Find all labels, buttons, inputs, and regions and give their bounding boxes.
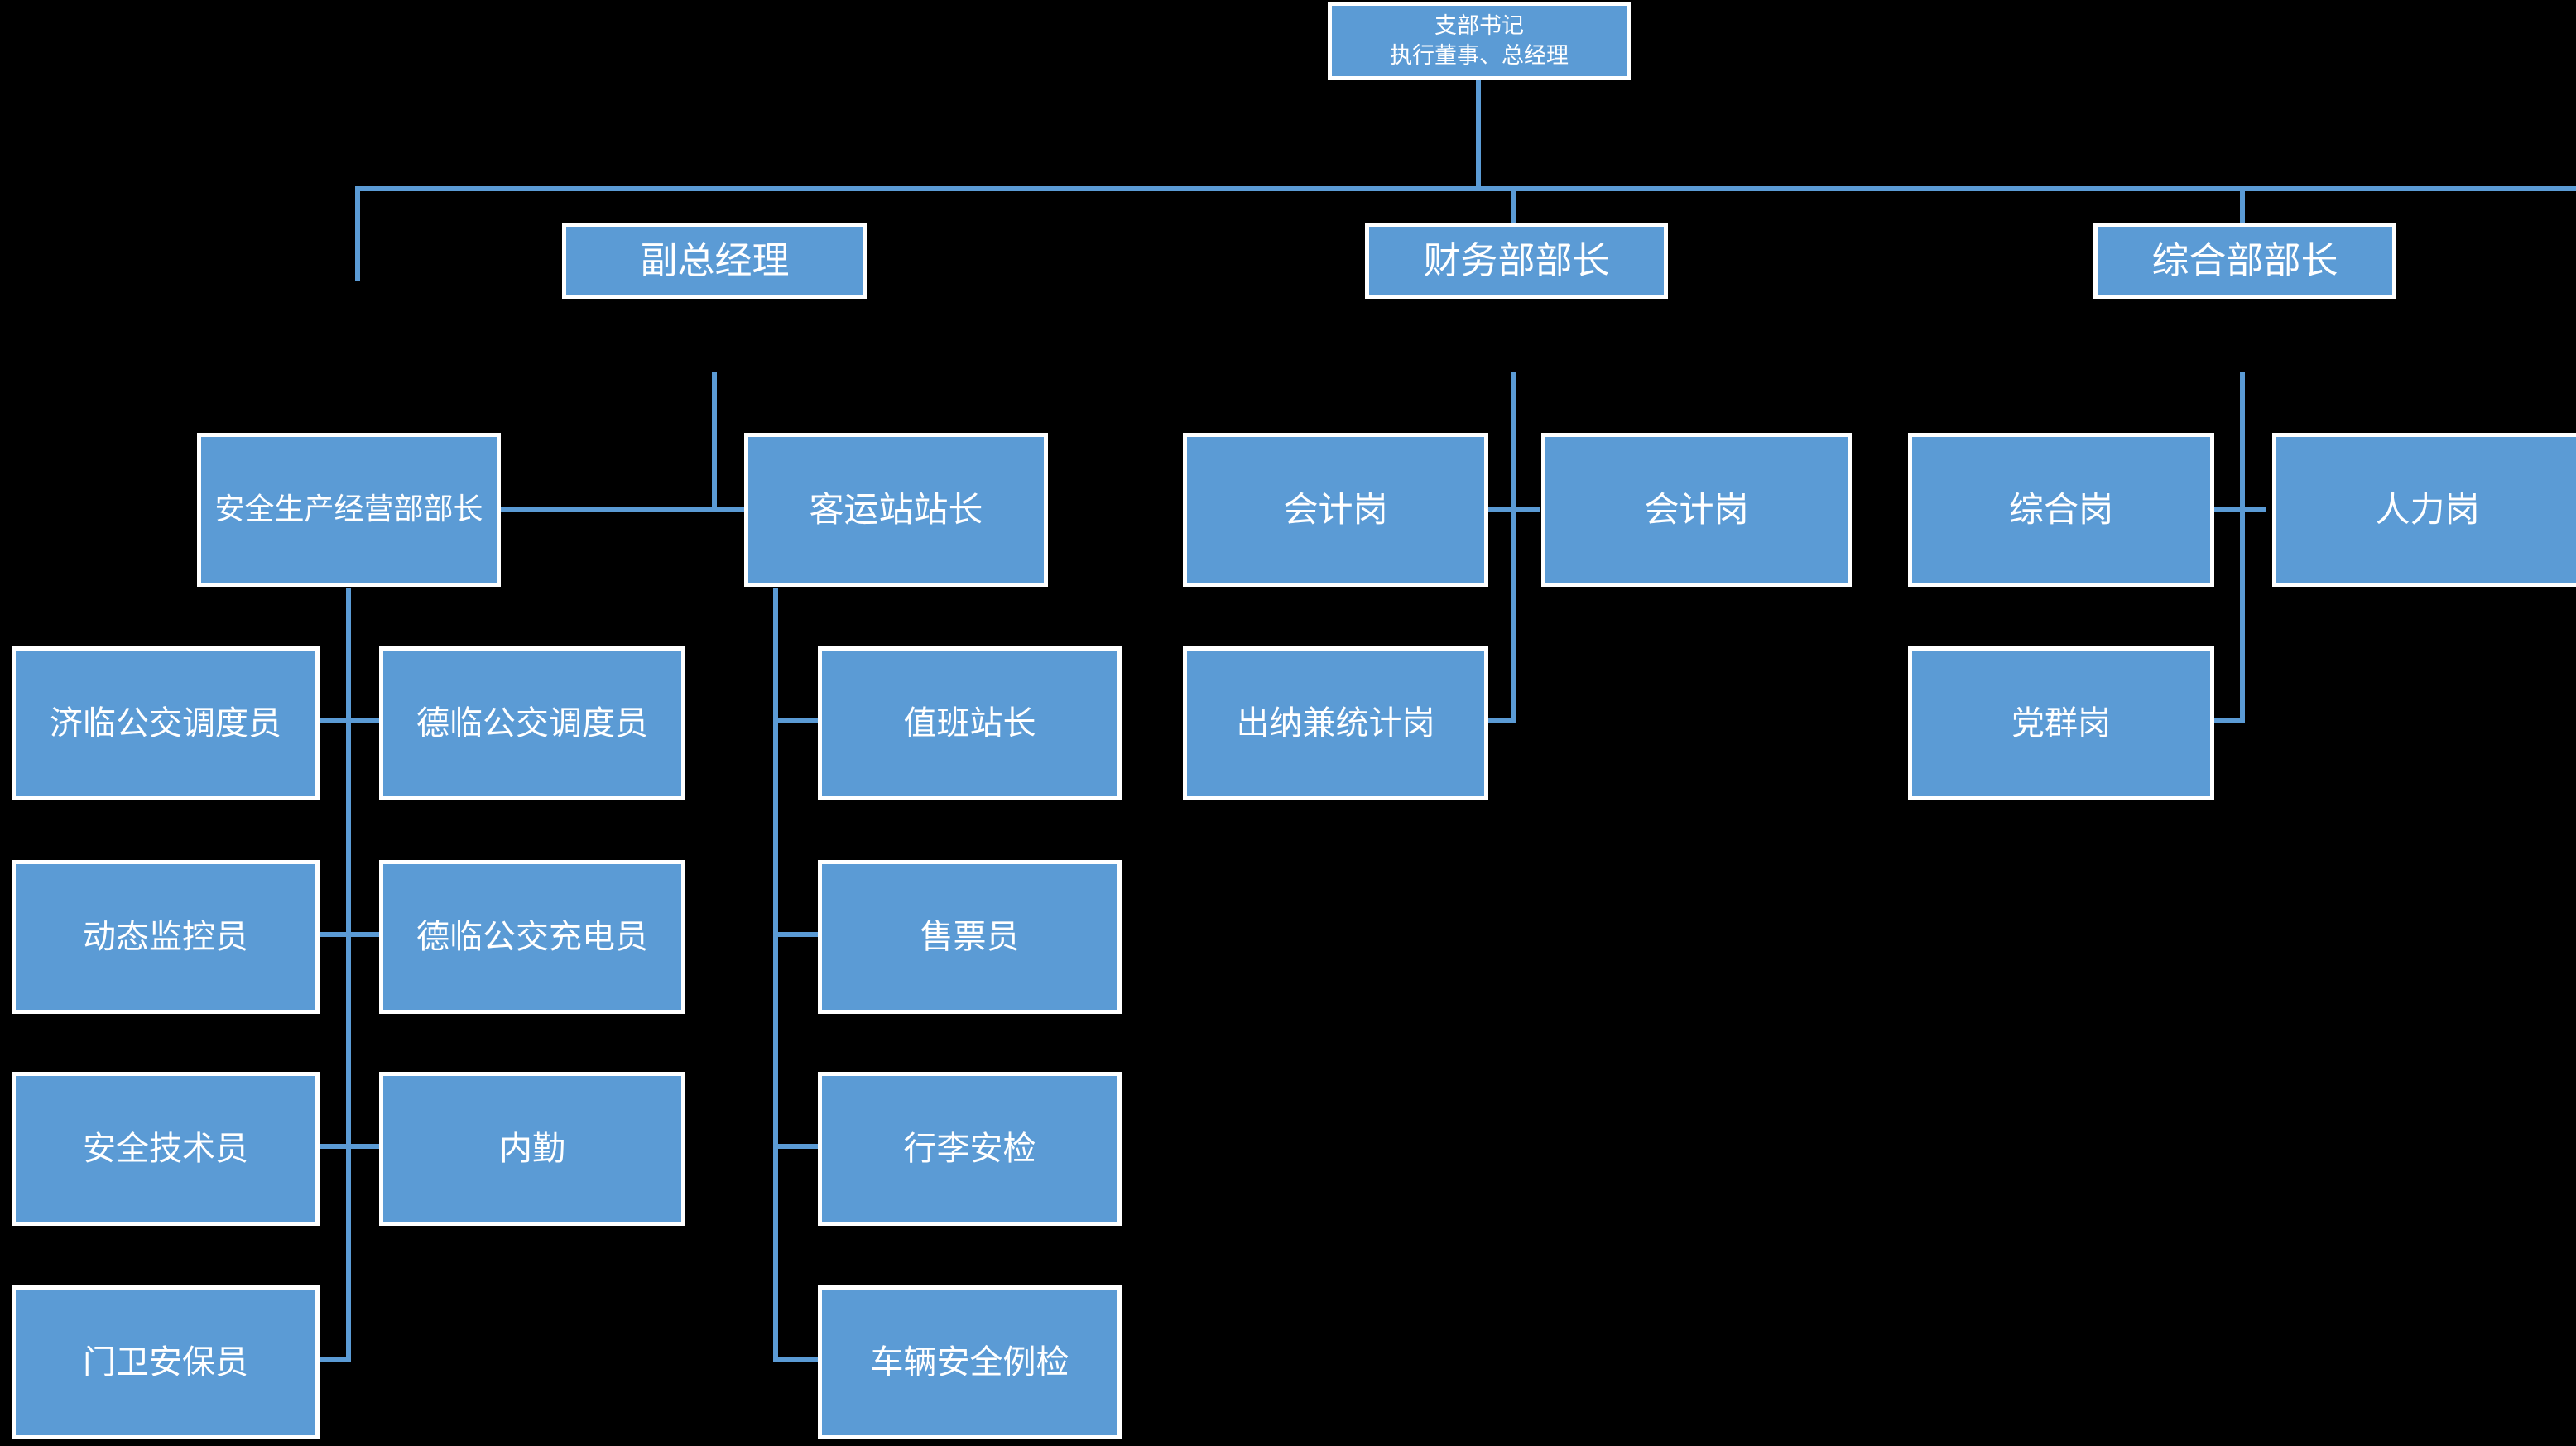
connector-station-b2 <box>773 932 819 937</box>
node-safety-head[interactable]: 安全生产经营部部长 <box>197 433 501 587</box>
connector-safety-left-1 <box>320 718 351 723</box>
node-cashier-statistics[interactable]: 出纳兼统计岗 <box>1183 646 1488 800</box>
node-jilin-dispatcher-label: 济临公交调度员 <box>50 704 281 742</box>
node-baggage-security-label: 行李安检 <box>903 1129 1036 1168</box>
node-ticket-seller[interactable]: 售票员 <box>818 860 1122 1014</box>
connector-safety-spine <box>346 588 351 1357</box>
connector-safety-right-3 <box>346 1144 379 1149</box>
node-safety-head-label: 安全生产经营部部长 <box>214 492 483 527</box>
node-accountant-1[interactable]: 会计岗 <box>1183 433 1488 587</box>
node-accountant-2-label: 会计岗 <box>1644 489 1749 531</box>
connector-safety-right-1 <box>346 718 379 723</box>
connector-station-b3 <box>773 1144 819 1149</box>
node-general-head-label: 综合部部长 <box>2151 238 2338 283</box>
node-dynamic-monitor[interactable]: 动态监控员 <box>12 860 320 1014</box>
connector-accountants-link <box>1488 507 1540 512</box>
connector-deputy-gm-row3 <box>501 507 747 512</box>
node-baggage-security[interactable]: 行李安检 <box>818 1072 1122 1226</box>
node-deputy-gm-label: 副总经理 <box>640 238 790 283</box>
connector-station-spine <box>773 588 778 1357</box>
node-vehicle-inspection[interactable]: 车辆安全例检 <box>818 1285 1122 1439</box>
connector-general-pair-link <box>2214 507 2266 512</box>
node-office-clerk-label: 内勤 <box>499 1129 565 1168</box>
connector-level2-bus <box>355 186 2576 191</box>
node-ticket-seller-label: 售票员 <box>920 917 1020 956</box>
node-office-clerk[interactable]: 内勤 <box>379 1072 685 1226</box>
node-gate-security[interactable]: 门卫安保员 <box>12 1285 320 1439</box>
node-safety-technician-label: 安全技术员 <box>83 1129 248 1168</box>
node-party-mass-post[interactable]: 党群岗 <box>1908 646 2214 800</box>
node-duty-station-master-label: 值班站长 <box>903 704 1036 742</box>
node-general-post[interactable]: 综合岗 <box>1908 433 2214 587</box>
node-hr-post-label: 人力岗 <box>2375 489 2480 531</box>
connector-deputy-gm-spine <box>712 372 717 511</box>
node-root-line1: 支部书记 <box>1435 12 1524 39</box>
connector-finance-cashier <box>1488 718 1516 723</box>
node-party-mass-post-label: 党群岗 <box>2011 704 2111 742</box>
node-finance-head[interactable]: 财务部部长 <box>1365 223 1668 299</box>
node-station-master[interactable]: 客运站站长 <box>744 433 1048 587</box>
node-safety-technician[interactable]: 安全技术员 <box>12 1072 320 1226</box>
connector-finance-head-spine <box>1511 372 1516 723</box>
node-accountant-2[interactable]: 会计岗 <box>1541 433 1852 587</box>
node-cashier-statistics-label: 出纳兼统计岗 <box>1236 704 1435 742</box>
node-duty-station-master[interactable]: 值班站长 <box>818 646 1122 800</box>
node-station-master-label: 客运站站长 <box>809 489 983 531</box>
node-delin-charger[interactable]: 德临公交充电员 <box>379 860 685 1014</box>
node-dynamic-monitor-label: 动态监控员 <box>83 917 248 956</box>
connector-general-head-spine <box>2240 372 2245 723</box>
connector-safety-right-2 <box>346 932 379 937</box>
node-deputy-gm[interactable]: 副总经理 <box>562 223 867 299</box>
node-root-line2: 执行董事、总经理 <box>1390 42 1569 69</box>
connector-general-party <box>2210 718 2245 723</box>
connector-station-b1 <box>773 718 819 723</box>
connector-safety-left-3 <box>320 1144 351 1149</box>
node-accountant-1-label: 会计岗 <box>1283 489 1388 531</box>
node-delin-dispatcher-label: 德临公交调度员 <box>416 704 648 742</box>
connector-down-deputy-gm <box>355 186 360 281</box>
node-finance-head-label: 财务部部长 <box>1423 238 1610 283</box>
connector-station-b4 <box>773 1357 819 1362</box>
connector-safety-left-2 <box>320 932 351 937</box>
node-delin-dispatcher[interactable]: 德临公交调度员 <box>379 646 685 800</box>
node-delin-charger-label: 德临公交充电员 <box>416 917 648 956</box>
node-gate-security-label: 门卫安保员 <box>83 1343 248 1381</box>
node-jilin-dispatcher[interactable]: 济临公交调度员 <box>12 646 320 800</box>
node-root[interactable]: 支部书记 执行董事、总经理 <box>1328 2 1631 80</box>
node-general-head[interactable]: 综合部部长 <box>2093 223 2396 299</box>
node-hr-post[interactable]: 人力岗 <box>2272 433 2576 587</box>
connector-safety-left-4 <box>320 1357 351 1362</box>
connector-root-down <box>1476 80 1481 188</box>
node-general-post-label: 综合岗 <box>2008 489 2113 531</box>
node-vehicle-inspection-label: 车辆安全例检 <box>870 1343 1069 1381</box>
